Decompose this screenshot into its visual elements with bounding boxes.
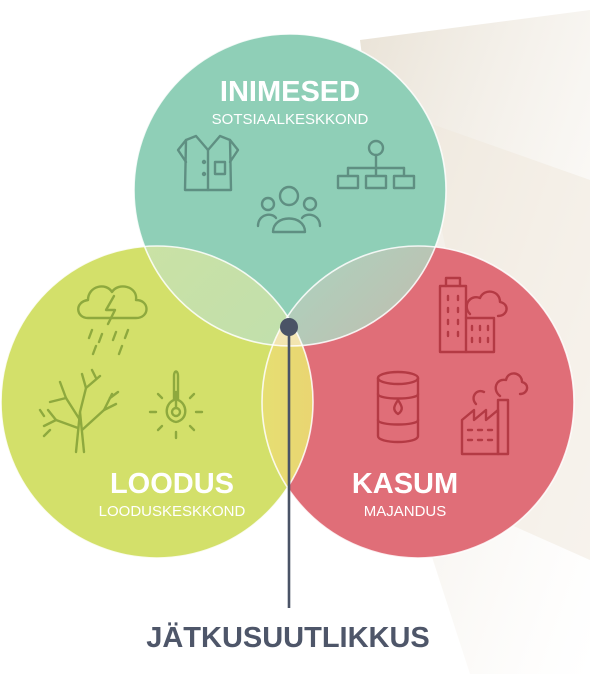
org-chart-icon (336, 139, 416, 190)
oil-barrel-icon (376, 370, 420, 444)
profit-subtitle: MAJANDUS (364, 503, 447, 520)
storm-cloud-icon (77, 285, 148, 356)
center-label: JÄTKUSUUTLIKKUS (146, 621, 430, 654)
tree-icon (38, 368, 120, 454)
nature-title: LOODUS (110, 468, 234, 500)
profit-title: KASUM (352, 468, 458, 500)
thermometer-icon (148, 370, 204, 440)
overlap-people-profit (262, 246, 446, 346)
buildings-icon (438, 276, 508, 354)
factory-icon (460, 372, 529, 456)
outline-nature (0, 245, 314, 559)
shirt-icon (176, 134, 240, 192)
overlap-people-nature (134, 246, 313, 346)
people-subtitle: SOTSIAALKESKKOND (212, 111, 369, 128)
people-title: INIMESED (220, 76, 360, 108)
people-group-icon (256, 185, 322, 234)
nature-subtitle: LOODUSKESKKOND (99, 503, 246, 520)
center-marker (280, 318, 298, 336)
outline-profit (261, 245, 575, 559)
